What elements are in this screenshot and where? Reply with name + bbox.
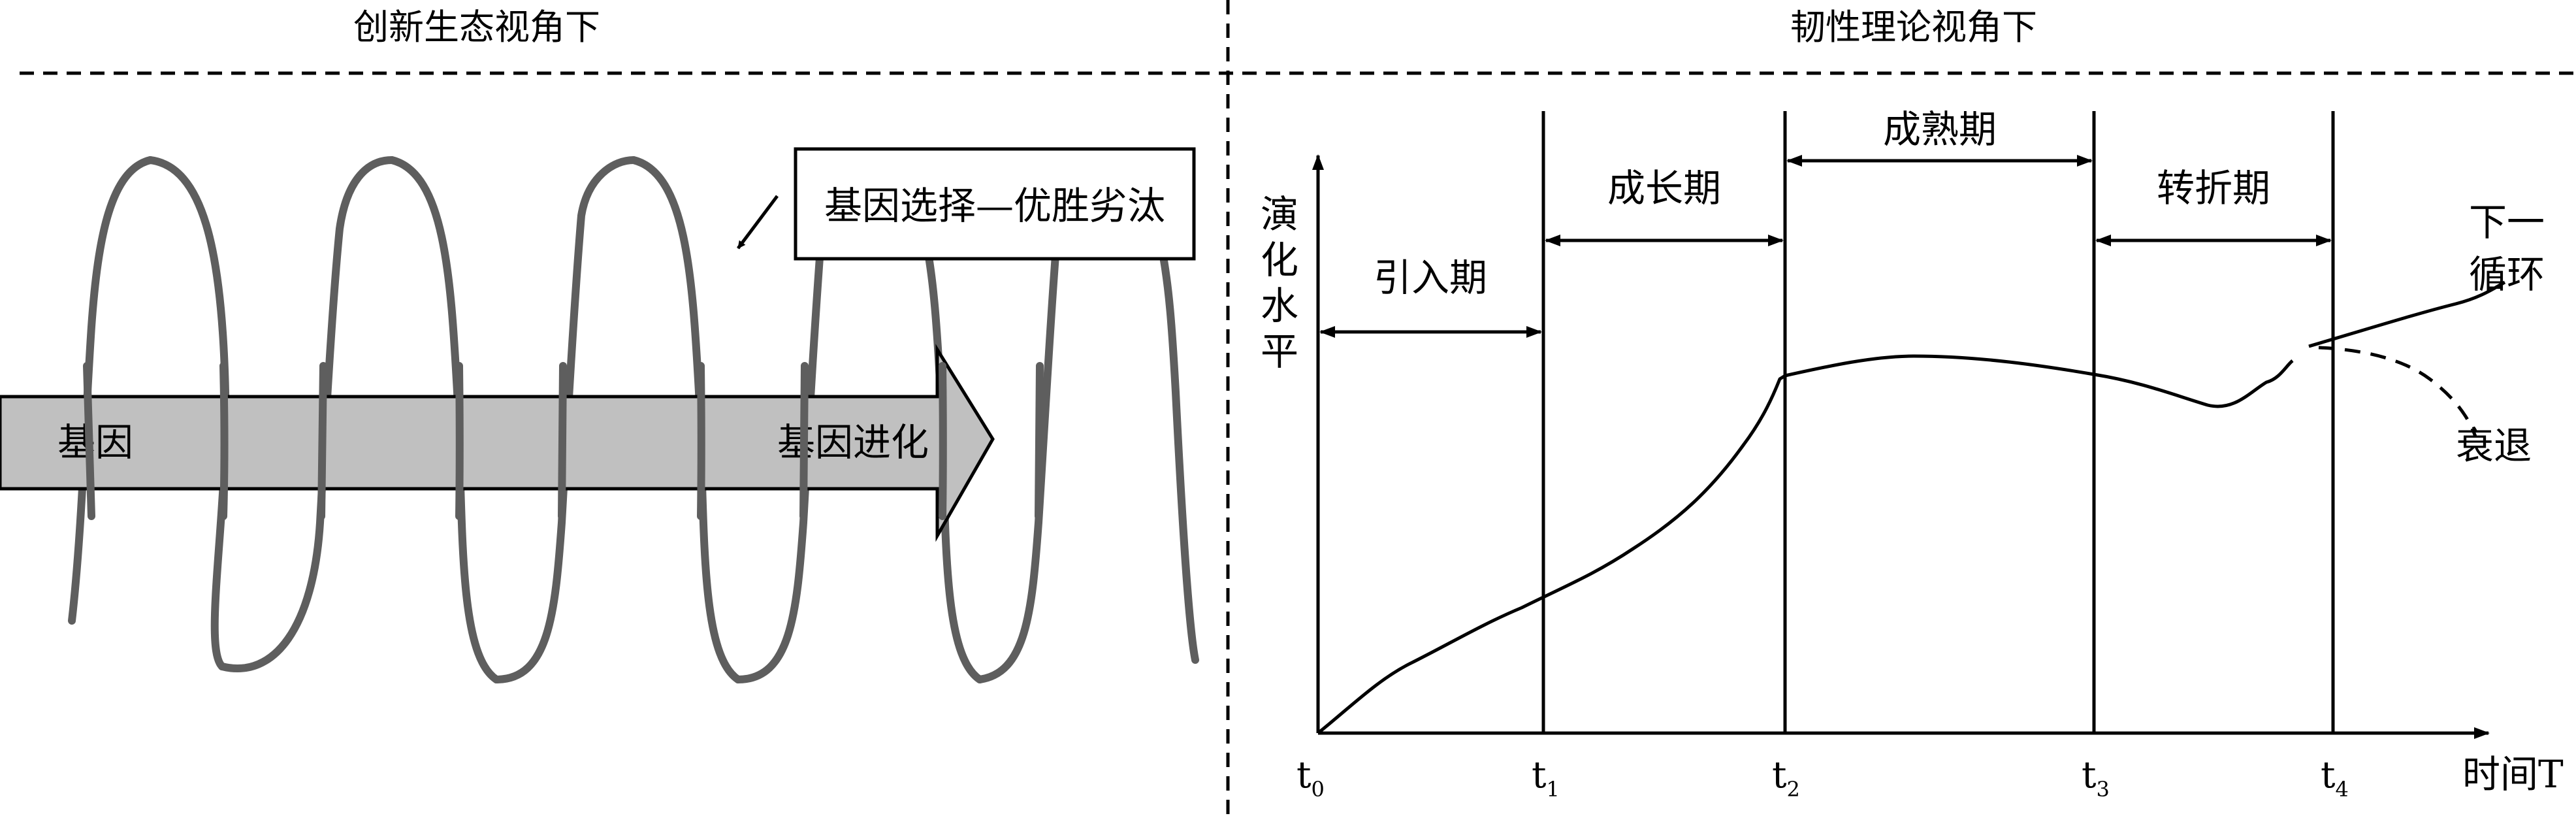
- y-axis-label: 演 化 水 平: [1261, 192, 1298, 374]
- next-cycle-label-line2: 循环: [2469, 252, 2545, 297]
- phase-label-growth: 成长期: [1607, 166, 1721, 210]
- callout-text: 基因选择—优胜劣汰: [824, 184, 1165, 228]
- gene-selection-callout: 基因选择—优胜劣汰: [737, 147, 1196, 261]
- left-panel-header: 创新生态视角下: [353, 7, 600, 48]
- next-cycle-label-line1: 下一: [2469, 200, 2545, 244]
- phase-spans: [1319, 155, 2332, 338]
- gene-arrow-start-label: 基因: [57, 420, 133, 465]
- right-panel-header: 韧性理论视角下: [1790, 7, 2037, 48]
- gene-arrow: 基因 基因进化: [0, 344, 995, 542]
- tick-label-t2: t2: [1772, 754, 1800, 802]
- y-axis-label-char: 水: [1261, 284, 1298, 328]
- phase-label-maturity: 成熟期: [1883, 107, 1997, 152]
- tick-label-t3: t3: [2082, 754, 2110, 802]
- tick-label-t4: t4: [2321, 754, 2349, 802]
- evolution-curve: [1317, 354, 2294, 734]
- lifecycle-chart: 演 化 水 平 时间T t0 t1 t2 t3 t4 引入期 成长期 成熟期: [1261, 107, 2564, 802]
- tick-label-t1: t1: [1532, 754, 1560, 802]
- y-axis-label-char: 平: [1261, 329, 1298, 374]
- tick-label-t0: t0: [1296, 754, 1325, 802]
- x-axis-label: 时间T: [2462, 752, 2564, 796]
- y-axis-label-char: 化: [1261, 238, 1298, 282]
- phase-label-introduction: 引入期: [1374, 255, 1487, 300]
- callout-pointer: [737, 195, 779, 250]
- phase-boundaries: [1541, 111, 2335, 733]
- time-tick-labels: t0 t1 t2 t3 t4: [1296, 754, 2349, 802]
- y-axis-label-char: 演: [1261, 192, 1298, 237]
- phase-label-transition: 转折期: [2157, 166, 2270, 210]
- helix-front-strands: [83, 362, 1044, 520]
- decline-label: 衰退: [2456, 423, 2532, 468]
- next-cycle-branch: [2308, 280, 2506, 348]
- decline-branch: [2318, 346, 2477, 437]
- gene-arrow-body: [0, 344, 995, 542]
- callout-box: [794, 147, 1196, 261]
